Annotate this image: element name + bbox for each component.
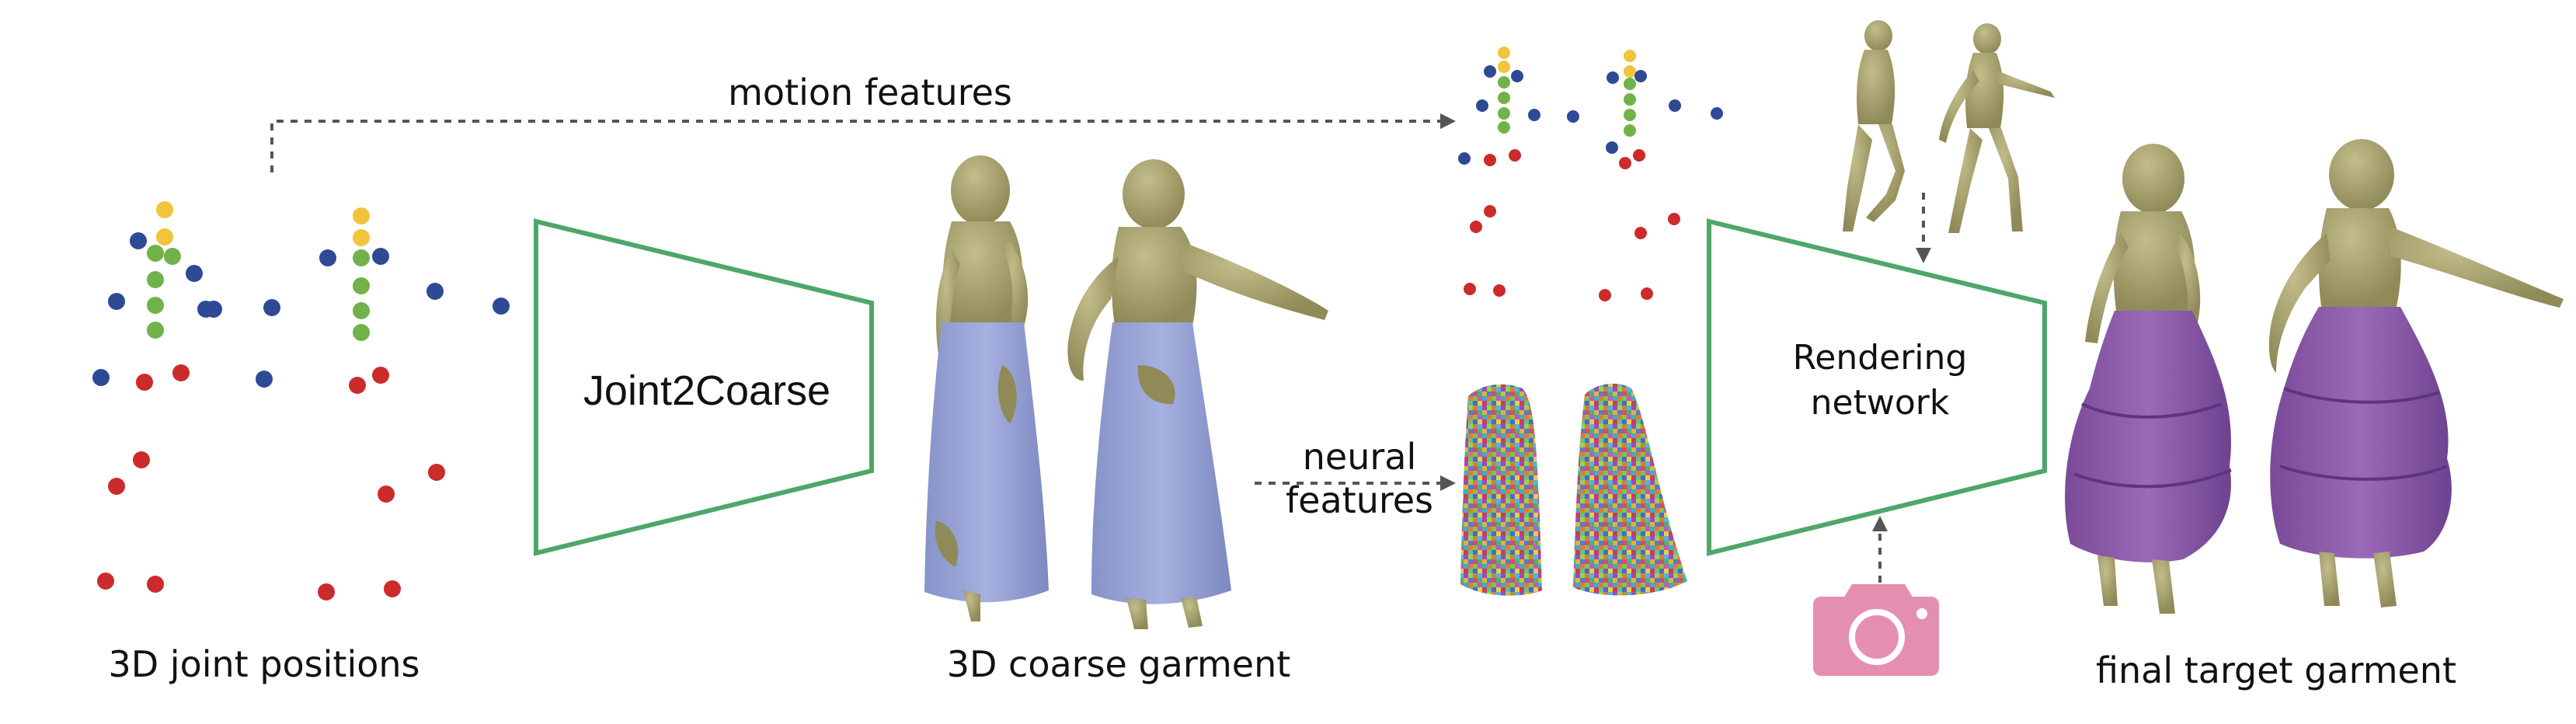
motion-features-label: motion features <box>728 71 1012 113</box>
rendering-network-line-1: Rendering <box>1792 338 1968 378</box>
rendering-network-label: Rendering network <box>1725 336 2035 426</box>
pose-reference-1 <box>1843 20 1905 231</box>
neural-features-label: neural features <box>1258 435 1460 522</box>
rendering-network-line-2: network <box>1810 383 1950 423</box>
joint-positions-label: 3D joint positions <box>108 643 420 685</box>
joint2coarse-box <box>534 218 874 556</box>
neural-features-line-1: neural <box>1302 436 1417 478</box>
joint-skeleton-2 <box>256 207 510 600</box>
rendering-network-box <box>1707 218 2047 556</box>
coarse-figure-1 <box>924 155 1049 621</box>
camera-icon <box>1813 584 1939 676</box>
neural-texture-1 <box>1460 384 1542 596</box>
final-figure-1 <box>2065 144 2232 614</box>
coarse-garment-label: 3D coarse garment <box>946 643 1291 685</box>
neural-texture-2 <box>1573 383 1687 596</box>
joint2coarse-label: Joint2Coarse <box>583 367 831 414</box>
neural-features-line-2: features <box>1285 479 1434 521</box>
final-figure-2 <box>2268 139 2564 607</box>
joint-skeleton-1 <box>92 201 222 593</box>
pose-reference-2 <box>1939 23 2055 233</box>
final-garment-label: final target garment <box>2096 649 2456 691</box>
motion-skeleton-1 <box>1458 47 1579 297</box>
motion-skeleton-2 <box>1599 50 1723 301</box>
coarse-figure-2 <box>1067 159 1328 629</box>
motion-features-arrow <box>270 113 1456 172</box>
